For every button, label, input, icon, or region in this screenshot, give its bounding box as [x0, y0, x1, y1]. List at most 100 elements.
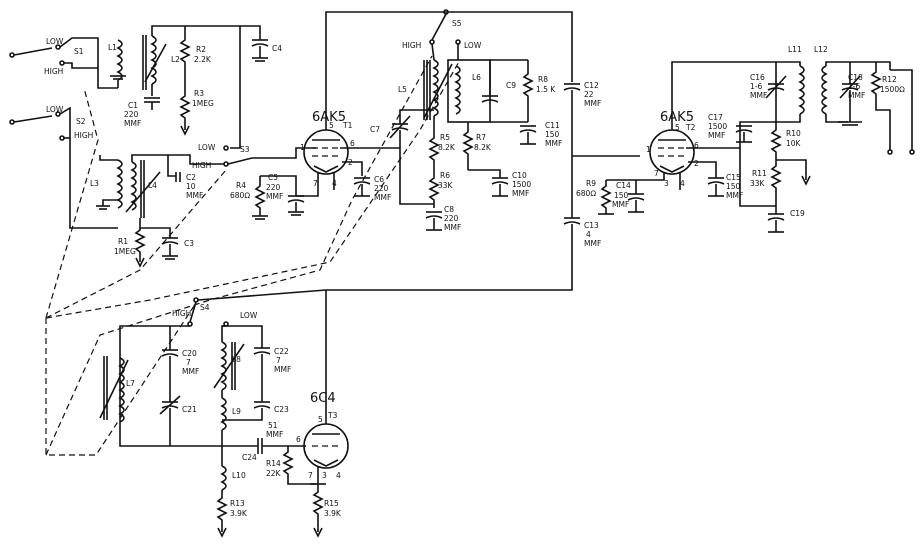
- l3-coil: [116, 159, 123, 209]
- r13-arrow: [217, 527, 227, 538]
- t1-pin1: 1: [300, 143, 305, 152]
- t2-pin2: 2: [694, 159, 699, 168]
- c18-label: C18: [848, 73, 863, 82]
- t2-pin3: 3: [664, 179, 669, 188]
- t3-pin4: 4: [336, 471, 341, 480]
- t3-pin5: 5: [318, 415, 323, 424]
- c12-plate-2: [563, 87, 581, 91]
- wire-l12-bot: [825, 114, 848, 123]
- l11-label: L11: [788, 45, 802, 54]
- s3-ref-label: S3: [240, 145, 250, 154]
- oscillator-section: HIGH S4 LOW L7 C20 7 MMF C21 L8: [99, 289, 349, 538]
- wire-l11-loop: [775, 62, 801, 123]
- t2-pin6: 6: [694, 141, 699, 150]
- c7-plate-2: [391, 127, 409, 131]
- r5-value: 8.2K: [438, 143, 456, 152]
- l5-coil: [432, 59, 439, 117]
- s5-low-label: LOW: [464, 41, 482, 50]
- c19-label: C19: [790, 209, 805, 218]
- c21-label: C21: [182, 405, 197, 414]
- r3-label: R3: [194, 89, 204, 98]
- c14-value: 150: [614, 191, 629, 200]
- s3-high-label: HIGH: [192, 161, 211, 170]
- c4-plate-2: [251, 43, 269, 47]
- s4-high-label: HIGH: [172, 309, 191, 318]
- l3-label: L3: [90, 179, 99, 188]
- c2-unit: MMF: [186, 191, 203, 200]
- r6-resistor: [428, 172, 440, 208]
- r2-resistor: [179, 26, 191, 68]
- gang-linkage: [45, 55, 461, 456]
- wire-t2-cathode: [636, 172, 665, 181]
- t1-cathode: [313, 165, 339, 173]
- s4-wire: [197, 289, 327, 301]
- wire-l4-top: [131, 154, 168, 162]
- c1-unit: MMF: [124, 119, 141, 128]
- c19-plate-2: [767, 217, 785, 221]
- r3-resistor: [179, 88, 191, 130]
- t2-pin1: 1: [646, 145, 651, 154]
- r14-value: 22K: [266, 469, 282, 478]
- c14-unit: MMF: [612, 200, 629, 209]
- c23-plate-2: [253, 405, 271, 409]
- r6-label: R6: [440, 171, 450, 180]
- t2-ref: T2: [685, 123, 696, 132]
- c15-value: 150: [726, 182, 741, 191]
- s1-ref-label: S1: [74, 47, 84, 56]
- c15-unit: MMF: [726, 191, 743, 200]
- c7-arrow: [389, 115, 411, 139]
- wire-r4-c5: [260, 175, 297, 196]
- output-terminal-1: [887, 149, 893, 155]
- l6-coil: [454, 65, 461, 115]
- s3-arm: [227, 157, 253, 165]
- r12-resistor: [870, 62, 891, 150]
- r11-label: R11: [752, 169, 767, 178]
- r11-resistor: [770, 160, 782, 206]
- r7-value: 8.2K: [474, 143, 492, 152]
- c20-value: 7: [186, 358, 191, 367]
- c4-label: C4: [272, 44, 282, 53]
- wire-c13-t3: [326, 224, 573, 291]
- r4-value: 680Ω: [230, 191, 250, 200]
- c10-value: 1500: [512, 180, 531, 189]
- l8-tuning-arrow: [213, 343, 245, 389]
- tube-t2: 6AK5 T2 5 1 6 2 7 3 4 R9 680Ω C14 150 MM…: [576, 45, 915, 233]
- r15-resistor: [312, 484, 324, 532]
- r7-label: R7: [476, 133, 486, 142]
- l5-label: L5: [398, 85, 407, 94]
- s3-high-contact: [223, 161, 229, 167]
- t2-pin4: 4: [680, 179, 685, 188]
- r2-value: 2.2K: [194, 55, 212, 64]
- t2-pin5: 5: [675, 123, 680, 132]
- l7-tuning-arrow: [99, 359, 129, 419]
- c8-value: 220: [444, 214, 459, 223]
- r15-label: R15: [324, 499, 339, 508]
- c16-arrow: [765, 75, 787, 99]
- r4-label: R4: [236, 181, 246, 190]
- c3-label: C3: [184, 239, 194, 248]
- dashed-gang-3: [45, 169, 227, 319]
- s2-high-label: HIGH: [74, 131, 93, 140]
- s5-high-contact: [429, 39, 435, 45]
- c23-label: C23: [274, 405, 289, 414]
- r1-label: R1: [118, 237, 128, 246]
- s1-high-contact: [59, 60, 65, 66]
- s1-high-label: HIGH: [44, 67, 63, 76]
- r11-value: 33K: [750, 179, 766, 188]
- c11-label: C11: [545, 121, 560, 130]
- wire-s5-right: [444, 11, 573, 82]
- r10-label: R10: [786, 129, 801, 138]
- c24-value: 51: [268, 421, 278, 430]
- r9-label: R9: [586, 179, 596, 188]
- r13-label: R13: [230, 499, 245, 508]
- wire-t2-pin2: [688, 161, 717, 178]
- c22-label: C22: [274, 347, 289, 356]
- t3-pin7: 7: [308, 471, 313, 480]
- wire-c7-top: [399, 109, 434, 124]
- c24-unit: MMF: [266, 430, 283, 439]
- r13-value: 3.9K: [230, 509, 248, 518]
- t1-pin5: 5: [329, 121, 334, 130]
- t3-cathode: [313, 459, 339, 467]
- tube-t1: 6AK5 T1 5 1 6 2 7 4 R4 680Ω C5 220 MMF C…: [230, 11, 444, 220]
